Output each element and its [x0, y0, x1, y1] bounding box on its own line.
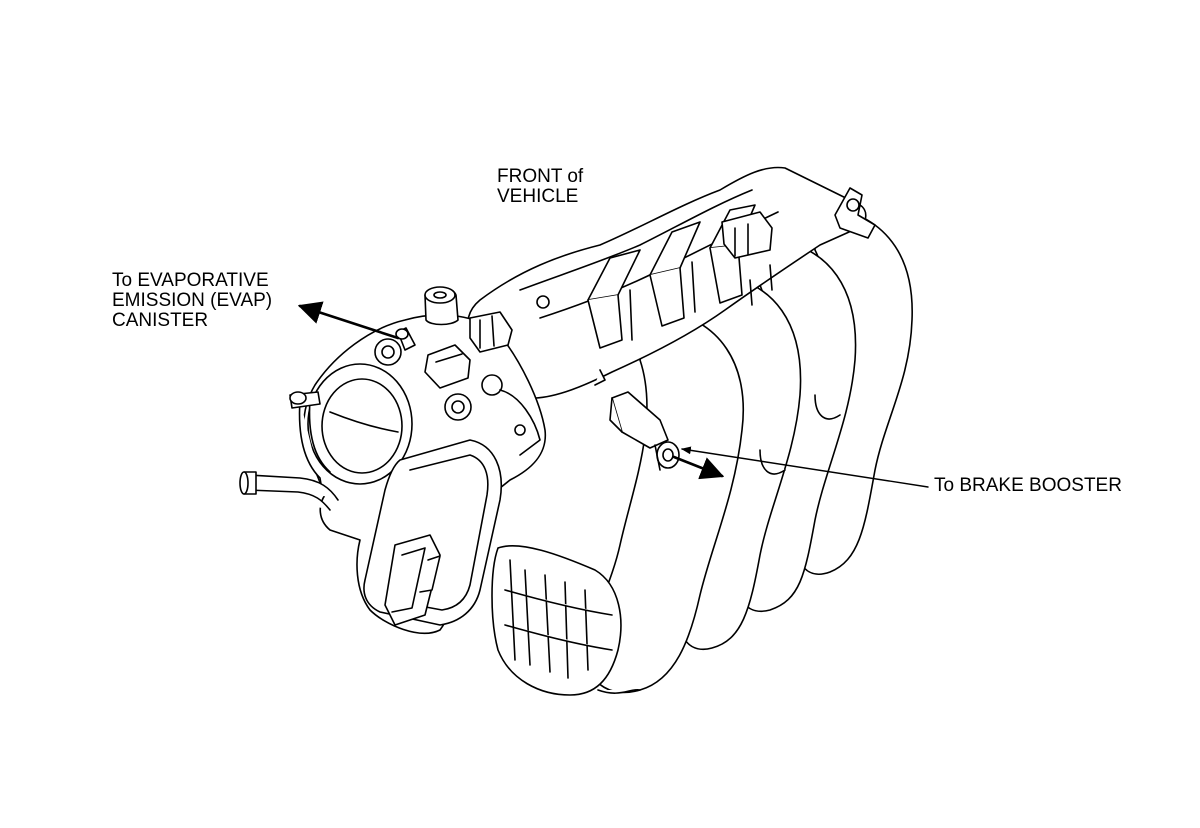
- callout-arrows: [297, 301, 929, 488]
- brake-direction-arrow: [672, 455, 725, 480]
- lower-body: [491, 544, 622, 696]
- plenum: [466, 166, 876, 399]
- coolant-hoses: [239, 391, 339, 511]
- front-label-line-2: VEHICLE: [497, 186, 579, 207]
- evap-label-line-3: CANISTER: [112, 310, 209, 331]
- runner-1: [587, 309, 744, 694]
- brake-booster-label: To BRAKE BOOSTER: [934, 476, 1122, 496]
- front-of-vehicle-label: FRONT of VEHICLE: [497, 167, 583, 207]
- evap-label-line-1: To EVAPORATIVE: [112, 270, 269, 291]
- front-label-line-1: FRONT of: [497, 166, 584, 187]
- brake-label-line-1: To BRAKE BOOSTER: [934, 475, 1122, 496]
- throttle-body: [302, 286, 547, 634]
- evap-direction-arrow: [297, 301, 400, 340]
- evap-canister-label: To EVAPORATIVE EMISSION (EVAP) CANISTER: [112, 271, 272, 331]
- intake-runners: [587, 204, 913, 694]
- evap-label-line-2: EMISSION (EVAP): [112, 290, 273, 311]
- brake-leader-line: [681, 446, 929, 488]
- brake-booster-fitting: [609, 391, 680, 471]
